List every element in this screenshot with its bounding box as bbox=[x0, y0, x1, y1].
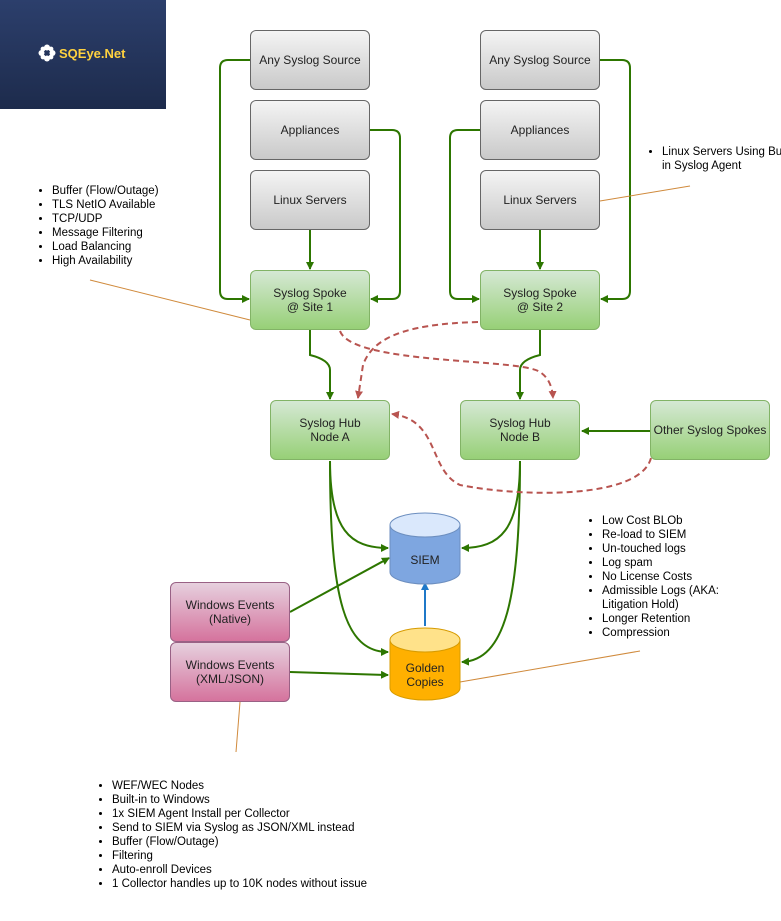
edge-app1-spoke1 bbox=[370, 129, 401, 303]
note-item: TCP/UDP bbox=[52, 212, 212, 226]
node-syslog-spoke-site1: Syslog Spoke@ Site 1 bbox=[250, 270, 370, 330]
edge-winxml-golden bbox=[289, 670, 389, 679]
edge-spoke1-hubA bbox=[309, 330, 334, 400]
callout-linux-agent bbox=[599, 185, 691, 202]
note-item: Longer Retention bbox=[602, 612, 752, 626]
golden-copies-cylinder bbox=[389, 627, 461, 701]
logo: SQEye.Net bbox=[38, 44, 125, 62]
gear-flower-icon bbox=[38, 44, 56, 62]
note-item: Auto-enroll Devices bbox=[112, 863, 432, 877]
note-item: Log spam bbox=[602, 556, 752, 570]
edge-other-hubA-redundant bbox=[391, 410, 652, 494]
edge-hubA-siem bbox=[329, 460, 389, 552]
edge-spoke2-hubB bbox=[516, 330, 541, 400]
note-item: Linux Servers Using Built-in Syslog Agen… bbox=[662, 145, 781, 173]
node-other-syslog-spokes: Other Syslog Spokes bbox=[650, 400, 770, 460]
node-windows-events-native: Windows Events(Native) bbox=[170, 582, 290, 642]
edge-spoke2-hubA-redundant bbox=[355, 321, 479, 399]
note-item: Send to SIEM via Syslog as JSON/XML inst… bbox=[112, 821, 432, 835]
node-windows-events-xml-json: Windows Events(XML/JSON) bbox=[170, 642, 290, 702]
note-linux-agent: Linux Servers Using Built-in Syslog Agen… bbox=[644, 145, 781, 173]
edge-spoke1-hubB-redundant bbox=[339, 330, 557, 399]
node-any-syslog-source-2: Any Syslog Source bbox=[480, 30, 600, 90]
edge-hubB-siem bbox=[461, 460, 521, 552]
edge-hubB-golden bbox=[461, 460, 521, 666]
node-linux-servers-1: Linux Servers bbox=[250, 170, 370, 230]
note-spoke-features: Buffer (Flow/Outage) TLS NetIO Available… bbox=[34, 184, 212, 268]
edge-app2-spoke2 bbox=[449, 129, 480, 303]
note-item: Un-touched logs bbox=[602, 542, 752, 556]
node-any-syslog-source-1: Any Syslog Source bbox=[250, 30, 370, 90]
siem-cylinder bbox=[389, 512, 461, 585]
siem-label: SIEM bbox=[410, 553, 440, 567]
callout-wef-features bbox=[235, 701, 241, 753]
note-item: WEF/WEC Nodes bbox=[112, 779, 432, 793]
note-item: Low Cost BLOb bbox=[602, 514, 752, 528]
node-appliances-2: Appliances bbox=[480, 100, 600, 160]
node-syslog-spoke-site2: Syslog Spoke@ Site 2 bbox=[480, 270, 600, 330]
note-item: Buffer (Flow/Outage) bbox=[52, 184, 212, 198]
note-item: Buffer (Flow/Outage) bbox=[112, 835, 432, 849]
node-appliances-1: Appliances bbox=[250, 100, 370, 160]
note-item: Filtering bbox=[112, 849, 432, 863]
note-golden-features: Low Cost BLOb Re-load to SIEM Un-touched… bbox=[584, 514, 752, 640]
note-item: Message Filtering bbox=[52, 226, 212, 240]
note-item: No License Costs bbox=[602, 570, 752, 584]
callout-spoke-features bbox=[89, 279, 251, 321]
callout-golden-features bbox=[459, 650, 641, 683]
note-item: 1 Collector handles up to 10K nodes with… bbox=[112, 877, 432, 891]
edge-winnative-siem bbox=[289, 557, 390, 613]
logo-banner: SQEye.Net bbox=[0, 0, 166, 109]
node-linux-servers-2: Linux Servers bbox=[480, 170, 600, 230]
note-item: Admissible Logs (AKA: Litigation Hold) bbox=[602, 584, 752, 612]
edge-any2-spoke2 bbox=[600, 59, 631, 303]
note-item: Compression bbox=[602, 626, 752, 640]
note-wef-features: WEF/WEC Nodes Built-in to Windows 1x SIE… bbox=[94, 779, 432, 891]
logo-text: SQEye.Net bbox=[59, 45, 126, 61]
note-item: TLS NetIO Available bbox=[52, 198, 212, 212]
edge-any1-spoke1 bbox=[219, 59, 250, 303]
note-item: High Availability bbox=[52, 254, 212, 268]
edge-hubA-golden bbox=[329, 460, 389, 656]
note-item: Re-load to SIEM bbox=[602, 528, 752, 542]
note-item: Load Balancing bbox=[52, 240, 212, 254]
note-item: Built-in to Windows bbox=[112, 793, 432, 807]
note-item: 1x SIEM Agent Install per Collector bbox=[112, 807, 432, 821]
